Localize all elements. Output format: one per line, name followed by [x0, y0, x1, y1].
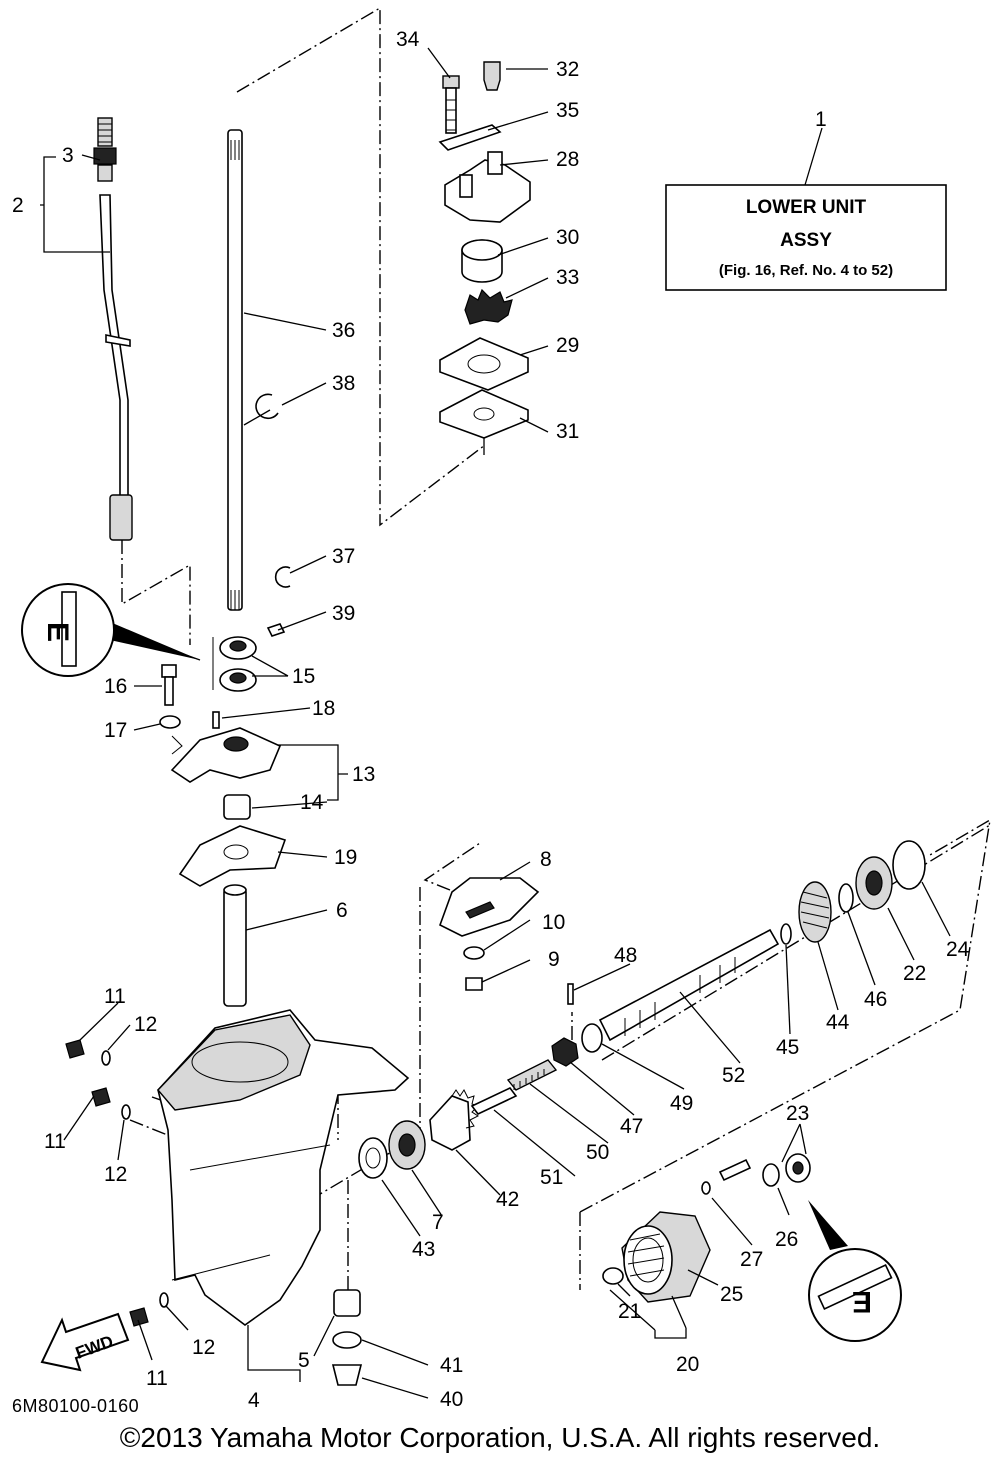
callout-11-middle: 11: [44, 1130, 66, 1153]
lubricant-mark-left: E: [41, 622, 74, 642]
water-pump-parts: [438, 61, 531, 455]
callout-46: 46: [864, 988, 887, 1011]
callout-7: 7: [432, 1211, 444, 1234]
callout-44: 44: [826, 1011, 850, 1034]
grease-tube-icon: E: [21, 583, 201, 677]
callout-17: 17: [104, 719, 127, 742]
assembly-reference: (Fig. 16, Ref. No. 4 to 52): [719, 262, 893, 279]
callout-50: 50: [586, 1141, 609, 1164]
callout-52: 52: [722, 1064, 745, 1087]
callout-15: 15: [292, 665, 315, 688]
callout-45: 45: [776, 1036, 799, 1059]
callout-41: 41: [440, 1354, 463, 1377]
lubricant-mark-right: E: [852, 1285, 872, 1318]
callout-6: 6: [336, 899, 348, 922]
propeller-shaft-housing-parts: [602, 1153, 811, 1303]
callout-numbers: 1 2 3 4 5 6 7 8 9 10 11 11 11 12 12 12 1…: [12, 28, 970, 1412]
callout-11-bottom: 11: [146, 1367, 168, 1390]
catalog-code: 6M80100-0160: [12, 1396, 140, 1416]
callout-36: 36: [332, 319, 355, 342]
callout-12-bottom: 12: [192, 1336, 215, 1359]
drive-shaft: [227, 129, 291, 637]
callout-14: 14: [300, 791, 324, 814]
lower-casing: [157, 1009, 410, 1386]
callout-48: 48: [614, 944, 637, 967]
callout-31: 31: [556, 420, 579, 443]
water-tube: [223, 884, 247, 1007]
callout-26: 26: [775, 1228, 798, 1251]
callout-1: 1: [815, 108, 827, 131]
callout-43: 43: [412, 1238, 435, 1261]
callout-16: 16: [104, 675, 127, 698]
callout-23: 23: [786, 1102, 809, 1125]
callout-37: 37: [332, 545, 355, 568]
assembly-subtitle: ASSY: [780, 230, 832, 251]
callout-12-top: 12: [134, 1013, 157, 1036]
callout-10: 10: [542, 911, 565, 934]
callout-4: 4: [248, 1389, 260, 1412]
callout-51: 51: [540, 1166, 563, 1189]
callout-3: 3: [62, 144, 74, 167]
callout-40: 40: [440, 1388, 463, 1411]
callout-39: 39: [332, 602, 355, 625]
callout-2: 2: [12, 194, 24, 217]
callout-22: 22: [903, 962, 926, 985]
callout-27: 27: [740, 1248, 763, 1271]
callout-18: 18: [312, 697, 335, 720]
callout-12-middle: 12: [104, 1163, 127, 1186]
anode-parts: [439, 877, 540, 991]
assembly-title: LOWER UNIT: [746, 197, 867, 218]
callout-49: 49: [670, 1092, 693, 1115]
callout-32: 32: [556, 58, 579, 81]
callout-25: 25: [720, 1283, 743, 1306]
bearing-housing-parts: [159, 636, 287, 887]
callout-42: 42: [496, 1188, 519, 1211]
bolts-and-washers: [65, 1039, 169, 1327]
callout-20: 20: [676, 1353, 699, 1376]
callout-13: 13: [352, 763, 375, 786]
leader-lines: [40, 47, 951, 1399]
callout-29: 29: [556, 334, 579, 357]
assembly-label-box: LOWER UNIT ASSY (Fig. 16, Ref. No. 4 to …: [665, 127, 947, 291]
copyright-notice: ©2013 Yamaha Motor Corporation, U.S.A. A…: [119, 1422, 881, 1453]
forward-arrow-icon: FWD: [40, 1312, 130, 1372]
callout-24: 24: [946, 938, 970, 961]
callout-34: 34: [396, 28, 420, 51]
shift-rod-assembly: [93, 117, 133, 541]
callout-28: 28: [556, 148, 579, 171]
callout-8: 8: [540, 848, 552, 871]
callout-47: 47: [620, 1115, 643, 1138]
grease-tube-icon: E: [808, 1200, 902, 1342]
callout-33: 33: [556, 266, 579, 289]
callout-21: 21: [618, 1300, 641, 1323]
callout-9: 9: [548, 948, 560, 971]
callout-5: 5: [298, 1349, 310, 1372]
callout-38: 38: [332, 372, 355, 395]
callout-11-top: 11: [104, 985, 126, 1008]
callout-30: 30: [556, 226, 579, 249]
gear-train-parts: [358, 840, 926, 1179]
callout-19: 19: [334, 846, 357, 869]
callout-35: 35: [556, 99, 579, 122]
